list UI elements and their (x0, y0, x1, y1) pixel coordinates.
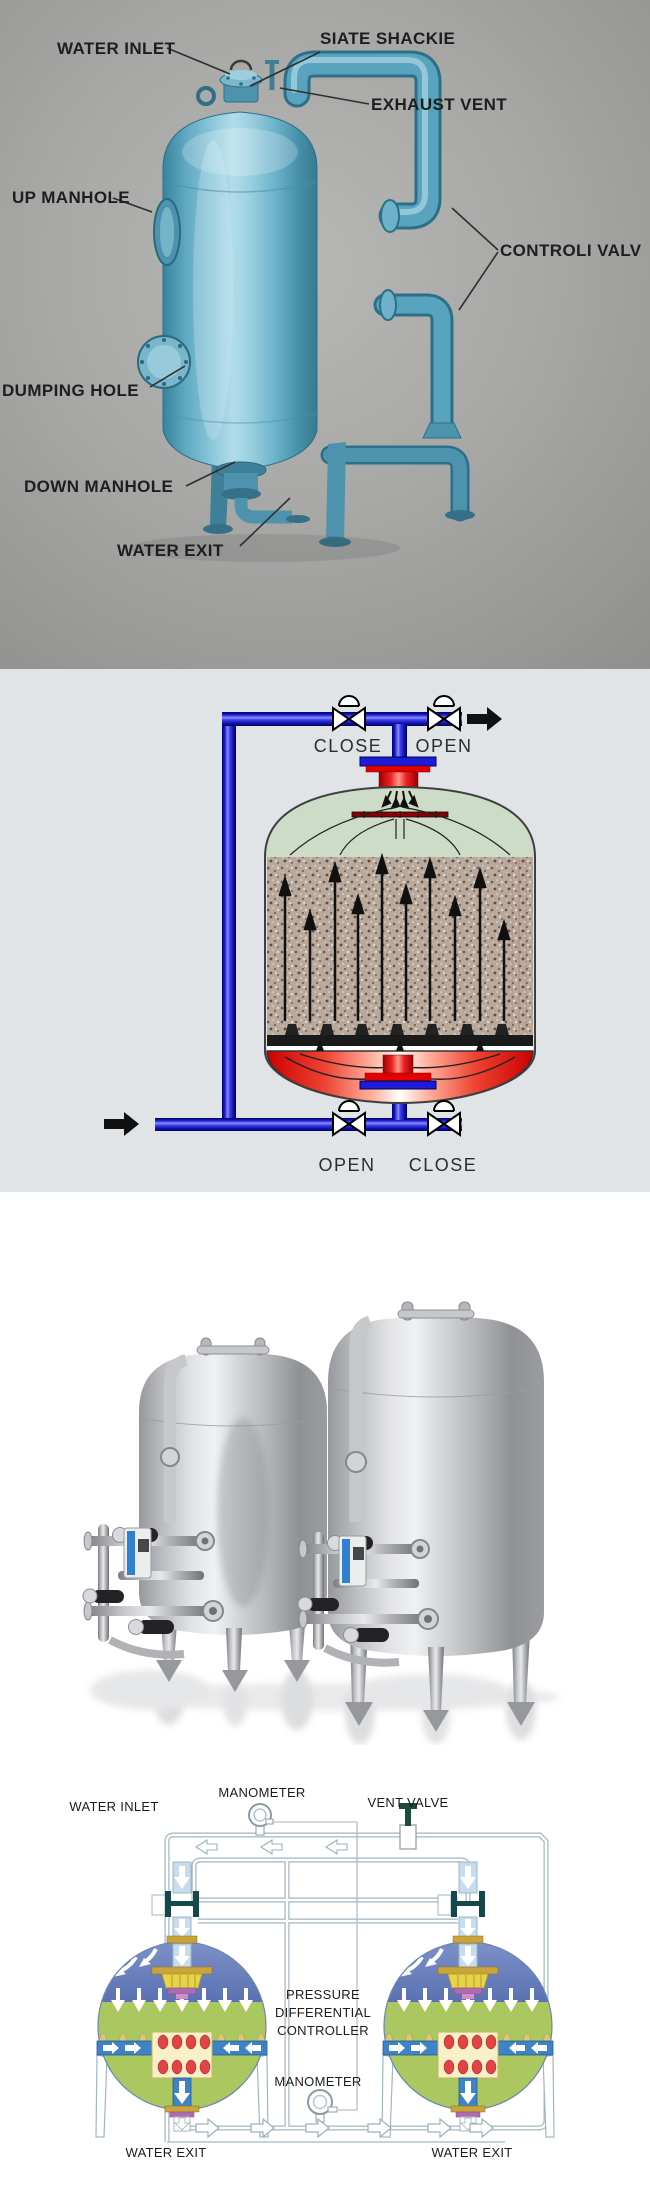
bowl-up-arrowheads (316, 1040, 484, 1051)
media-flow-arrows (278, 852, 511, 1021)
inlet-piping (283, 50, 470, 522)
schematic-pipes-inner (165, 1833, 548, 2142)
manometer-line (269, 1821, 358, 2111)
up-manhole-inner (160, 207, 174, 257)
vessel-dome-green (265, 787, 535, 857)
filter-media-bed (267, 857, 533, 1035)
schematic-label-pdc-3: CONTROLLER (277, 2023, 369, 2038)
callout-down-manhole: DOWN MANHOLE (24, 477, 174, 496)
floor-reflection (90, 1669, 560, 1744)
valve-label-top-open: OPEN (415, 736, 473, 756)
manometer-bottom-gauge (307, 2089, 338, 2123)
schematic-label-vent-valve: VENT VALVE (367, 1795, 449, 1810)
plate-nozzles (285, 1024, 509, 1035)
inlet-flow-arrows (194, 1838, 348, 1856)
down-manhole-fitting (215, 461, 310, 524)
callout-up-manhole: UP MANHOLE (12, 188, 130, 207)
ground-shadow (130, 534, 400, 562)
blue-tank-illustration (112, 47, 499, 562)
leg-foot-left (203, 524, 233, 534)
valve-top-close (332, 695, 366, 732)
vent-valve-symbol (399, 1803, 417, 1850)
section-photo-blue-tank: WATER INLET SIATE SHACKIE EXHAUST VENT U… (0, 0, 650, 669)
dome-distribution (289, 790, 511, 856)
backwash-diagram (104, 695, 536, 1137)
callout-water-exit: WATER EXIT (117, 541, 224, 560)
media-streaks (511, 859, 527, 1033)
schematic-label-pdc-1: PRESSURE (286, 1987, 360, 2002)
callout-controli-valv: CONTROLI VALV (500, 241, 642, 260)
valve-bottom-close (427, 1100, 461, 1137)
valve-bottom-open (332, 1100, 366, 1137)
schematic-label-water-exit-left: WATER EXIT (125, 2145, 207, 2160)
dumping-hole-bolts (140, 338, 188, 386)
schematic-label-water-exit-right: WATER EXIT (431, 2145, 513, 2160)
top-fittings (196, 59, 279, 106)
dumping-hole-inner (147, 345, 181, 379)
steel-tanks-illustration (0, 1301, 560, 1744)
callout-dumping-hole: DUMPING HOLE (2, 381, 140, 400)
body-highlight (193, 140, 233, 440)
schematic-label-pdc-2: DIFFERENTIAL (274, 2005, 372, 2020)
tank-leg-right (326, 442, 346, 540)
steel-tank-right (327, 1301, 545, 1732)
top-fitting (359, 756, 437, 791)
blue-piping (155, 712, 462, 1131)
pipe-flare (422, 422, 462, 439)
tank-body (162, 111, 318, 471)
outlet-arrow-icon (467, 707, 502, 731)
vessel-outline (264, 785, 536, 1105)
bottom-fitting (359, 1054, 437, 1090)
weld-seam-bottom (162, 413, 318, 424)
inlet-arrow-icon (104, 1112, 139, 1136)
schematic-tank-right (382, 1862, 557, 2137)
section-photo-steel-tanks (0, 1192, 650, 1745)
schematic-label-water-inlet: WATER INLET (69, 1799, 159, 1814)
twin-filter-schematic (0, 1803, 650, 2143)
exit-flow-arrows (195, 2117, 494, 2139)
section-backwash-diagram: CLOSE OPEN OPEN CLOSE (0, 669, 650, 1192)
lower-flange (379, 289, 397, 321)
upper-flange (380, 199, 400, 233)
schematic-tank-left (96, 1862, 271, 2137)
leader-lines (112, 47, 499, 547)
manometer-top-gauge (248, 1803, 274, 1836)
valve-top-open (427, 695, 461, 732)
schematic-label-manometer-bottom: MANOMETER (274, 2074, 362, 2089)
leg-foot-right (319, 537, 351, 547)
schematic-label-manometer-top: MANOMETER (218, 1785, 306, 1800)
steel-tank-left (138, 1337, 328, 1692)
callout-siate-shackie: SIATE SHACKIE (320, 29, 456, 48)
valve-label-bottom-open: OPEN (318, 1155, 376, 1175)
pipe-foot (445, 510, 475, 520)
dome-sheen (182, 128, 298, 176)
callout-water-inlet: WATER INLET (57, 39, 176, 58)
callout-exhaust-vent: EXHAUST VENT (371, 95, 508, 114)
section-piping-schematic: WATER INLET MANOMETER VENT VALVE PRESSUR… (0, 1745, 650, 2200)
water-exit-pipe (234, 498, 292, 524)
valve-symbols (332, 695, 461, 1137)
shackle-icon (229, 59, 253, 71)
valve-label-bottom-close: CLOSE (408, 1155, 478, 1175)
lifting-ring (196, 86, 216, 106)
weld-seam-top (162, 181, 318, 193)
valve-label-top-close: CLOSE (313, 736, 383, 756)
